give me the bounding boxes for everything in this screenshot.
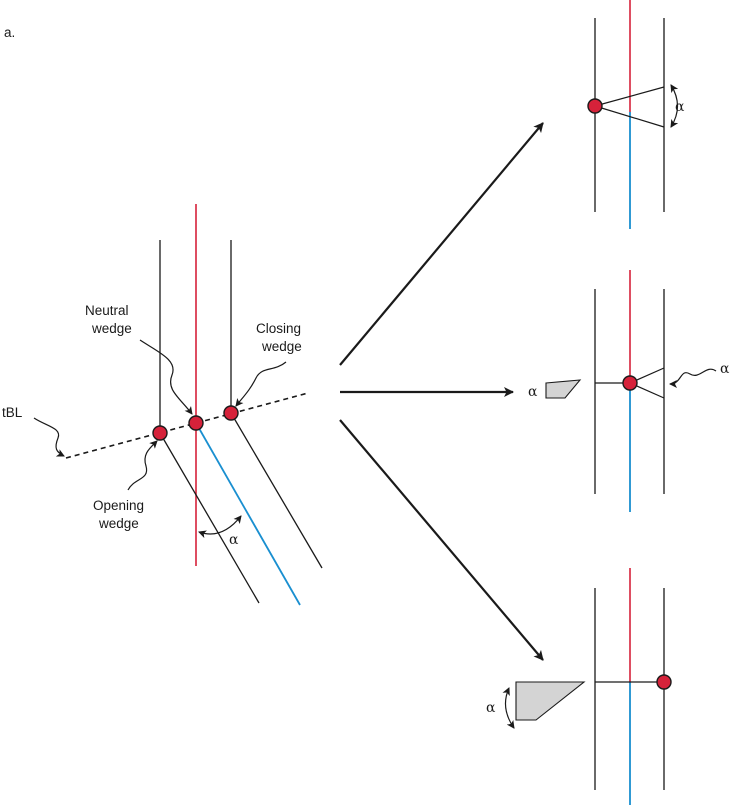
- neutral-wedge-label-line2: wedge: [91, 321, 132, 336]
- closing-result-alpha-arc: [670, 84, 679, 128]
- arrow-to-closing-result: [339, 122, 544, 366]
- opening-result-alpha-arc: [502, 687, 515, 729]
- opening-wedge-label-line2: wedge: [98, 516, 139, 531]
- opening-wedge-pointer: [127, 440, 158, 491]
- tbl-label: tBL: [2, 405, 23, 420]
- opening-wedge-label-line1: Opening: [93, 498, 144, 513]
- neutral-wedge-label-line1: Neutral: [85, 303, 129, 318]
- closing-wedge-label-line1: Closing: [256, 321, 301, 336]
- closing-wedge-result: α: [587, 0, 685, 229]
- alpha-angle-arc: [198, 515, 242, 539]
- neutral-result-hinge-point: [622, 375, 638, 391]
- alpha-angle-label: α: [229, 532, 239, 548]
- opening-result-hinge-point: [656, 674, 672, 690]
- closing-result-wedge-upper: [594, 86, 665, 107]
- opening-result-wedge-piece: [515, 681, 586, 721]
- closing-wedge-hinge-point: [223, 405, 239, 421]
- neutral-result-piece-alpha-label: α: [528, 384, 538, 400]
- closing-result-hinge-point: [587, 98, 603, 114]
- arrow-to-opening-result: [339, 419, 544, 661]
- neutral-result-wedge-piece: [545, 379, 582, 399]
- neutral-result-alpha-pointer: [669, 368, 717, 388]
- opening-wedge-result: α: [486, 568, 672, 805]
- closing-wedge-label-line2: wedge: [261, 339, 302, 354]
- neutral-result-alpha-label: α: [720, 361, 730, 377]
- bone-left-lower: [159, 432, 260, 604]
- bone-right-lower: [230, 412, 323, 569]
- deviated-axis-blue: [195, 422, 301, 606]
- opening-result-alpha-label: α: [486, 700, 496, 716]
- opening-wedge-hinge-point: [152, 425, 168, 441]
- closing-result-wedge-lower: [594, 105, 665, 128]
- neutral-wedge-pointer: [139, 339, 193, 415]
- closing-result-alpha-label: α: [675, 99, 685, 115]
- panel-label: a.: [4, 25, 15, 40]
- closing-wedge-pointer: [235, 361, 287, 407]
- neutral-wedge-result: α α: [528, 270, 730, 512]
- main-diagram: Neutral wedge Closing wedge Opening wedg…: [2, 204, 323, 606]
- tbl-dashed-line: [65, 392, 309, 459]
- tbl-pointer: [33, 417, 65, 457]
- neutral-wedge-hinge-point: [188, 415, 204, 431]
